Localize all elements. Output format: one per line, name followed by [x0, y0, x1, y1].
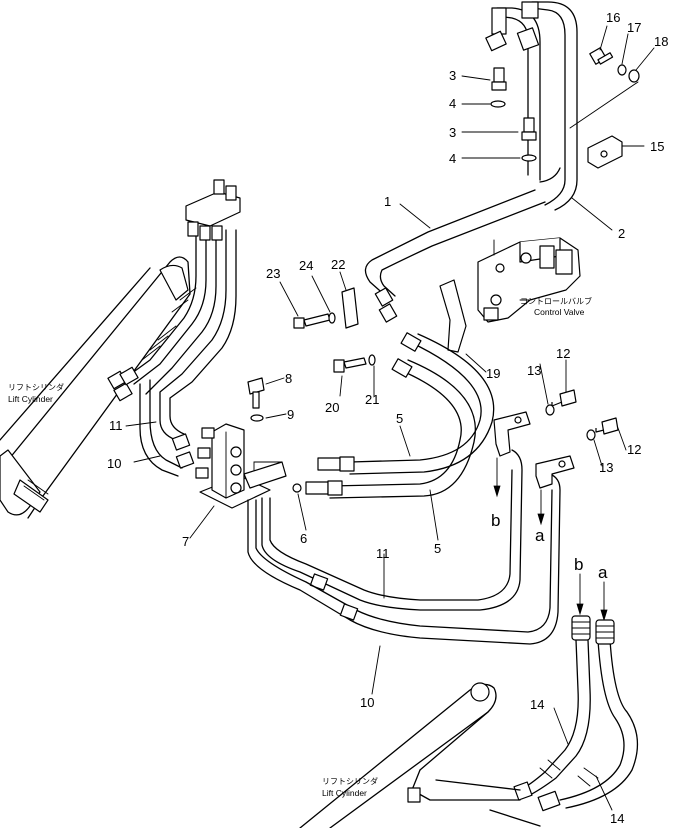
- washer-13-upper: [545, 404, 555, 416]
- component-labels: コントロールバルブ Control Valve リフトシリンダ Lift Cyl…: [8, 296, 592, 798]
- callout-8: 8: [285, 371, 292, 386]
- callout-22: 22: [331, 257, 345, 272]
- washer-17: [617, 64, 627, 76]
- callout-5-upper: 5: [396, 411, 403, 426]
- bolt-8: [247, 377, 265, 409]
- callout-2: 2: [618, 226, 625, 241]
- arrow-a-upper: [537, 489, 545, 526]
- control-valve: [477, 237, 581, 323]
- leader-lines: [125, 25, 655, 811]
- callout-10-left: 10: [107, 456, 121, 471]
- bolt-20: [333, 357, 367, 373]
- callout-18: 18: [654, 34, 668, 49]
- elbow-fittings-top: [485, 1, 540, 52]
- callout-4-lower: 4: [449, 151, 456, 166]
- connection-letters: b a b a: [491, 511, 608, 582]
- callout-14-lower: 14: [610, 811, 624, 826]
- callout-11-left: 11: [109, 418, 123, 433]
- arrow-b-upper: [493, 457, 501, 498]
- callout-15: 15: [650, 139, 664, 154]
- lift-cylinder-left-label-jp: リフトシリンダ: [8, 382, 64, 392]
- fittings-pipe1-end: [374, 287, 398, 323]
- callout-13-lower: 13: [599, 460, 613, 475]
- callout-23: 23: [266, 266, 280, 281]
- plate-22: [341, 287, 359, 329]
- leader-18-clamp: [569, 81, 639, 129]
- callout-12-upper: 12: [556, 346, 570, 361]
- washer-9: [250, 414, 264, 422]
- connector-3-lower: [521, 117, 537, 141]
- bracket-a: [535, 455, 575, 489]
- bolt-12-upper: [551, 389, 577, 407]
- callout-1: 1: [384, 194, 391, 209]
- callout-3-upper: 3: [449, 68, 456, 83]
- bracket-19: [439, 279, 467, 353]
- callout-16: 16: [606, 10, 620, 25]
- pipe-11: [261, 449, 523, 611]
- callout-19: 19: [486, 366, 500, 381]
- letter-b-lower: b: [574, 555, 583, 574]
- callout-6: 6: [300, 531, 307, 546]
- connector-3-upper: [491, 67, 507, 91]
- callout-7: 7: [182, 534, 189, 549]
- letter-b-upper: b: [491, 511, 500, 530]
- o-ring-4-lower: [521, 154, 537, 162]
- callout-14-upper: 14: [530, 697, 544, 712]
- bolt-23: [293, 313, 331, 329]
- lift-cylinder-left: [0, 256, 191, 519]
- callout-5-lower: 5: [434, 541, 441, 556]
- callout-21: 21: [365, 392, 379, 407]
- plug-6: [292, 483, 302, 493]
- pipe-10: [247, 473, 561, 645]
- letter-a-upper: a: [535, 526, 545, 545]
- o-ring-4-upper: [490, 100, 506, 108]
- letter-a-lower: a: [598, 563, 608, 582]
- clamp-15: [587, 135, 623, 169]
- lift-cylinder-bottom-label-en: Lift Cylinder: [322, 788, 367, 798]
- hose-5-pair: [305, 332, 495, 499]
- control-valve-label-jp: コントロールバルブ: [520, 296, 592, 306]
- left-cylinder-pipes: [127, 229, 237, 477]
- left-top-fittings: [185, 179, 241, 241]
- callout-4-upper: 4: [449, 96, 456, 111]
- hoses-14: [513, 615, 639, 812]
- bracket-b: [493, 411, 531, 457]
- washer-21: [368, 354, 376, 366]
- callout-numbers: 16 17 18 3 4 3 4 15 1 2 22 24 23 19 12 1…: [107, 10, 668, 826]
- callout-3-lower: 3: [449, 125, 456, 140]
- callout-20: 20: [325, 400, 339, 415]
- washer-18: [628, 69, 640, 83]
- callout-17: 17: [627, 20, 641, 35]
- control-valve-label-en: Control Valve: [534, 307, 585, 317]
- callout-24: 24: [299, 258, 313, 273]
- bolt-16: [589, 47, 614, 65]
- arrow-a-lower: [600, 581, 608, 622]
- callout-13-upper: 13: [527, 363, 541, 378]
- washer-24: [328, 312, 336, 324]
- bolt-12-lower: [595, 417, 619, 435]
- callout-10-bottom: 10: [360, 695, 374, 710]
- manifold-block-7: [195, 423, 287, 509]
- lift-cylinder-bottom-label-jp: リフトシリンダ: [322, 776, 378, 786]
- lift-cylinder-left-label-en: Lift Cylinder: [8, 394, 53, 404]
- callout-11-bottom: 11: [376, 546, 390, 561]
- washer-13-lower: [586, 429, 596, 441]
- lift-cylinder-bottom: [299, 682, 541, 828]
- pipe-2: [531, 1, 578, 211]
- callout-12-lower: 12: [627, 442, 641, 457]
- left-cylinder-fittings: [107, 366, 195, 469]
- arrow-b-lower: [576, 573, 584, 616]
- callout-9: 9: [287, 407, 294, 422]
